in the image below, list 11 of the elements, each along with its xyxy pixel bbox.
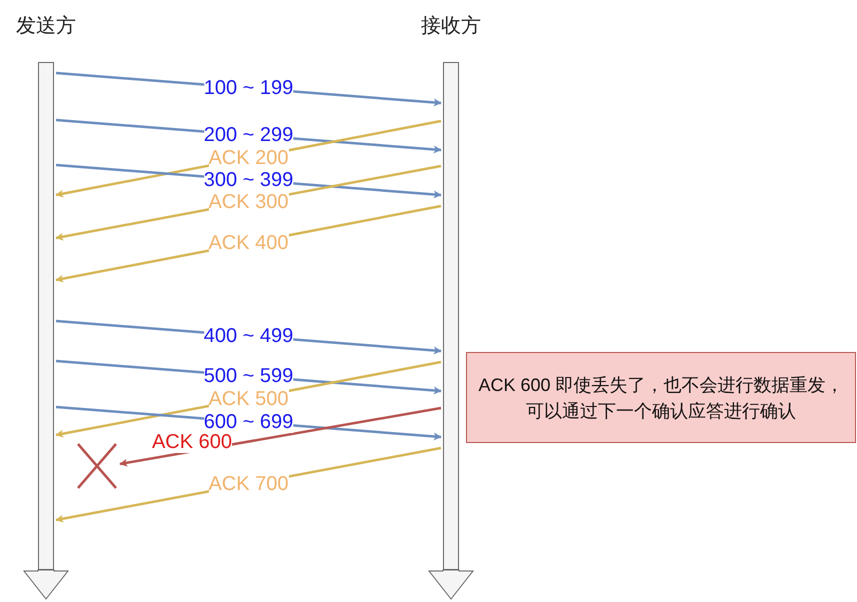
participant-heading: 发送方 xyxy=(16,14,76,39)
cross-mark xyxy=(76,442,118,490)
edge-label: ACK 300 xyxy=(208,191,289,213)
note-box xyxy=(466,352,856,443)
edge-label: ACK 400 xyxy=(208,232,289,254)
participant-heading: 接收方 xyxy=(421,14,481,39)
edge-label: ACK 200 xyxy=(208,147,289,169)
note-text: ACK 600 即使丢失了，也不会进行数据重发，可以通过下一个确认应答进行确认 xyxy=(477,374,845,422)
edge-label: 600 ~ 699 xyxy=(204,411,294,433)
edge-label: ACK 500 xyxy=(208,388,289,410)
edge-label: ACK 700 xyxy=(208,473,289,495)
